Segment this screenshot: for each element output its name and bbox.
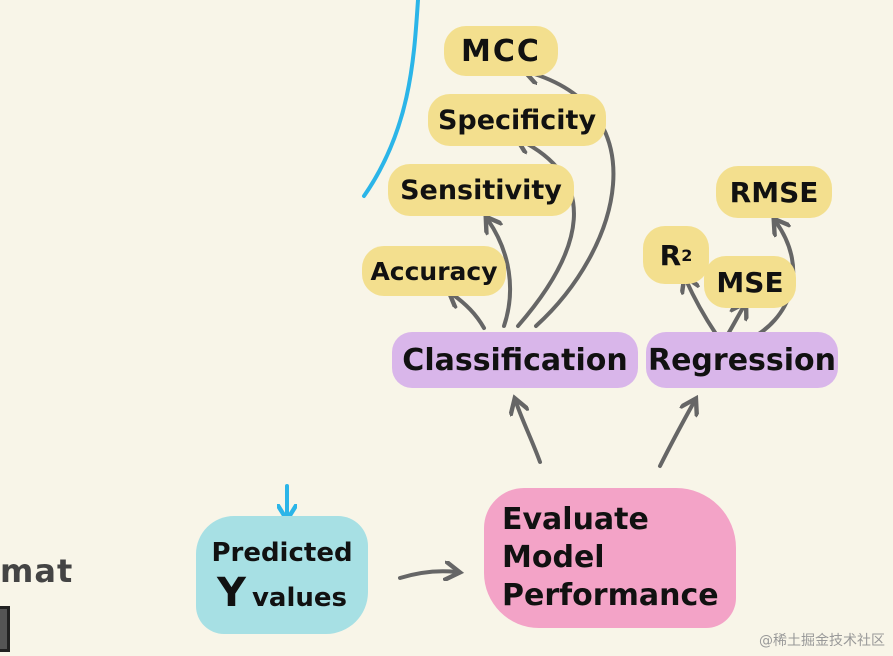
node-mcc: MCC bbox=[444, 26, 558, 76]
node-predicted-line2: values bbox=[251, 582, 347, 613]
node-regression: Regression bbox=[646, 332, 838, 388]
node-rmse-label: RMSE bbox=[729, 175, 819, 209]
arrow-predicted-to-evaluate bbox=[398, 571, 456, 578]
node-r-squared-base: R bbox=[659, 238, 682, 272]
node-sensitivity: Sensitivity bbox=[388, 164, 574, 216]
arrow-to-mse bbox=[726, 306, 744, 336]
arrow-evaluate-to-regression bbox=[658, 402, 694, 468]
node-accuracy-label: Accuracy bbox=[370, 256, 498, 286]
arrow-to-specificity bbox=[518, 140, 576, 328]
node-evaluate-model-performance: Evaluate Model Performance bbox=[484, 488, 736, 628]
node-rmse: RMSE bbox=[716, 166, 832, 218]
arrow-to-sensitivity bbox=[488, 220, 513, 328]
node-mcc-label: MCC bbox=[461, 33, 541, 69]
arrow-evaluate-to-classification bbox=[516, 402, 542, 464]
node-r-squared-exponent: 2 bbox=[681, 245, 693, 265]
node-mse-label: MSE bbox=[716, 265, 784, 299]
node-specificity-label: Specificity bbox=[437, 104, 597, 136]
node-accuracy: Accuracy bbox=[362, 246, 506, 296]
node-specificity: Specificity bbox=[428, 94, 606, 146]
node-classification-label: Classification bbox=[402, 342, 628, 378]
left-text-fragment: mat bbox=[0, 552, 74, 590]
node-classification: Classification bbox=[392, 332, 638, 388]
node-mse: MSE bbox=[704, 256, 796, 308]
watermark: @稀土掘金技术社区 bbox=[759, 633, 885, 649]
blue-curve bbox=[362, 0, 420, 198]
node-regression-label: Regression bbox=[647, 342, 837, 378]
left-box-fragment bbox=[0, 606, 10, 652]
node-sensitivity-label: Sensitivity bbox=[400, 174, 562, 206]
node-predicted-y: Y bbox=[217, 569, 246, 616]
arrow-to-accuracy bbox=[452, 294, 486, 330]
node-evaluate-line1: Evaluate bbox=[502, 502, 649, 537]
node-evaluate-line3: Performance bbox=[502, 578, 719, 613]
arrow-to-r2 bbox=[686, 280, 718, 336]
node-evaluate-line2: Model bbox=[502, 540, 605, 575]
node-predicted-line1: Predicted bbox=[211, 537, 353, 568]
arrow-to-mcc bbox=[528, 72, 616, 328]
